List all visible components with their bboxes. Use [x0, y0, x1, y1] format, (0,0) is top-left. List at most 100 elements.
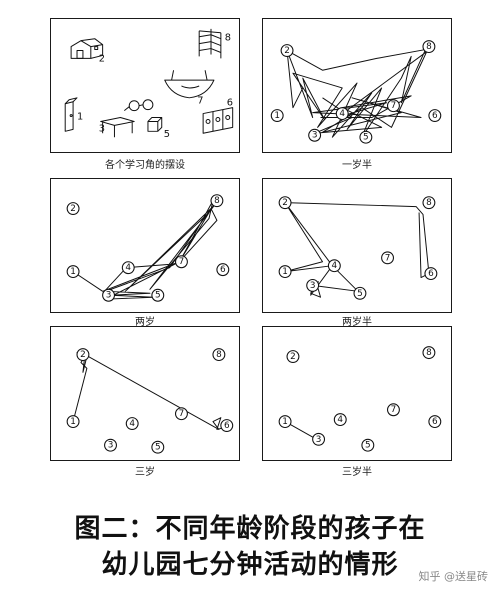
glasses-icon	[124, 99, 154, 112]
svg-text:2: 2	[290, 352, 296, 362]
svg-text:4: 4	[129, 419, 135, 429]
box-icon	[147, 117, 163, 132]
label-7: 7	[197, 96, 203, 107]
panel-2-years: 1 2 3 4 5 6 7 8	[50, 178, 240, 313]
area-node-1: 1	[278, 265, 292, 279]
panel-3.5-years: 1 2 3 4 5 6 7 8	[262, 326, 452, 461]
area-node-4: 4	[335, 107, 349, 121]
area-node-3: 3	[306, 278, 320, 292]
caption-2-years: 两岁	[135, 317, 155, 328]
svg-text:3: 3	[106, 291, 112, 301]
area-node-7: 7	[174, 255, 188, 269]
area-node-2: 2	[66, 202, 80, 216]
area-node-6: 6	[216, 263, 230, 277]
svg-text:2: 2	[282, 198, 288, 208]
area-node-4: 4	[125, 417, 139, 431]
svg-text:3: 3	[108, 441, 114, 451]
svg-text:3: 3	[316, 435, 322, 445]
area-node-8: 8	[212, 348, 226, 362]
panel-3-years: 1 2 3 4 5 6 7 8	[50, 326, 240, 461]
svg-text:4: 4	[339, 109, 345, 119]
trajectory	[72, 352, 225, 430]
svg-text:8: 8	[426, 198, 432, 208]
area-node-5: 5	[151, 440, 165, 454]
svg-text:5: 5	[357, 289, 363, 299]
svg-text:2: 2	[70, 204, 76, 214]
label-8: 8	[225, 33, 231, 44]
house-icon	[70, 38, 104, 59]
svg-text:2: 2	[284, 46, 290, 56]
area-node-3: 3	[104, 438, 117, 452]
svg-text:5: 5	[363, 133, 369, 143]
svg-text:3: 3	[310, 281, 316, 291]
area-node-5: 5	[151, 288, 165, 302]
panel-layout: 2 8 7 1 3	[50, 18, 240, 153]
area-node-2: 2	[280, 44, 294, 57]
watermark: 知乎 @送星砖	[418, 570, 489, 583]
paths-2.5-years: 1 2 3 4 5 6 7 8	[278, 196, 438, 300]
label-1: 1	[77, 111, 83, 122]
svg-text:5: 5	[365, 441, 371, 451]
svg-text:6: 6	[432, 111, 438, 121]
trajectory	[72, 200, 218, 300]
area-node-7: 7	[386, 403, 400, 417]
svg-text:3: 3	[312, 131, 318, 141]
trajectory	[286, 42, 432, 138]
svg-text:5: 5	[155, 443, 161, 453]
svg-text:1: 1	[282, 417, 288, 427]
label-5: 5	[164, 129, 170, 140]
area-node-6: 6	[220, 419, 234, 432]
area-node-1: 1	[270, 109, 284, 123]
area-node-6: 6	[428, 415, 442, 429]
svg-text:7: 7	[385, 253, 391, 263]
svg-text:1: 1	[274, 111, 280, 121]
svg-text:8: 8	[214, 196, 220, 206]
svg-text:8: 8	[426, 42, 432, 52]
figure-title-line-1: 图二：不同年龄阶段的孩子在	[74, 514, 426, 544]
area-node-4: 4	[121, 261, 135, 275]
area-node-4: 4	[327, 259, 341, 273]
area-node-3: 3	[308, 128, 322, 142]
area-node-8: 8	[422, 40, 436, 54]
svg-text:6: 6	[220, 265, 226, 275]
svg-text:4: 4	[337, 415, 343, 425]
door-icon	[64, 97, 78, 132]
svg-text:8: 8	[216, 350, 222, 360]
shelf-ladder-icon	[198, 28, 222, 59]
svg-text:8: 8	[426, 348, 432, 358]
label-6: 6	[227, 98, 233, 109]
label-2: 2	[99, 53, 105, 64]
trajectory	[314, 95, 412, 134]
area-node-6: 6	[424, 267, 438, 281]
panel-2.5-years: 1 2 3 4 5 6 7 8	[262, 178, 452, 313]
svg-text:1: 1	[282, 267, 288, 277]
svg-text:7: 7	[179, 409, 185, 419]
svg-text:6: 6	[224, 421, 230, 431]
area-node-5: 5	[361, 438, 375, 452]
area-node-2: 2	[278, 196, 292, 210]
area-node-4: 4	[333, 413, 347, 427]
svg-text:6: 6	[428, 269, 434, 279]
label-3: 3	[99, 123, 105, 134]
svg-text:4: 4	[125, 263, 131, 273]
paths-2-years: 1 2 3 4 5 6 7 8	[66, 194, 230, 302]
caption-1.5-years: 一岁半	[342, 160, 372, 171]
area-node-5: 5	[359, 130, 373, 144]
table-icon	[100, 117, 135, 138]
area-node-7: 7	[174, 407, 188, 421]
svg-text:7: 7	[391, 405, 397, 415]
svg-text:5: 5	[155, 291, 161, 301]
paths-3-years: 1 2 3 4 5 6 7 8	[66, 348, 234, 454]
svg-text:6: 6	[432, 417, 438, 427]
svg-text:2: 2	[80, 350, 86, 360]
area-node-1: 1	[66, 265, 80, 279]
area-node-8: 8	[422, 196, 436, 210]
area-node-8: 8	[210, 194, 224, 208]
svg-text:1: 1	[70, 417, 76, 427]
area-node-6: 6	[428, 109, 442, 123]
area-node-1: 1	[66, 415, 80, 429]
area-node-5: 5	[353, 286, 367, 300]
layout-drawing: 2 8 7 1 3	[64, 28, 234, 140]
figure-title-line-2: 幼儿园七分钟活动的情形	[101, 550, 399, 580]
